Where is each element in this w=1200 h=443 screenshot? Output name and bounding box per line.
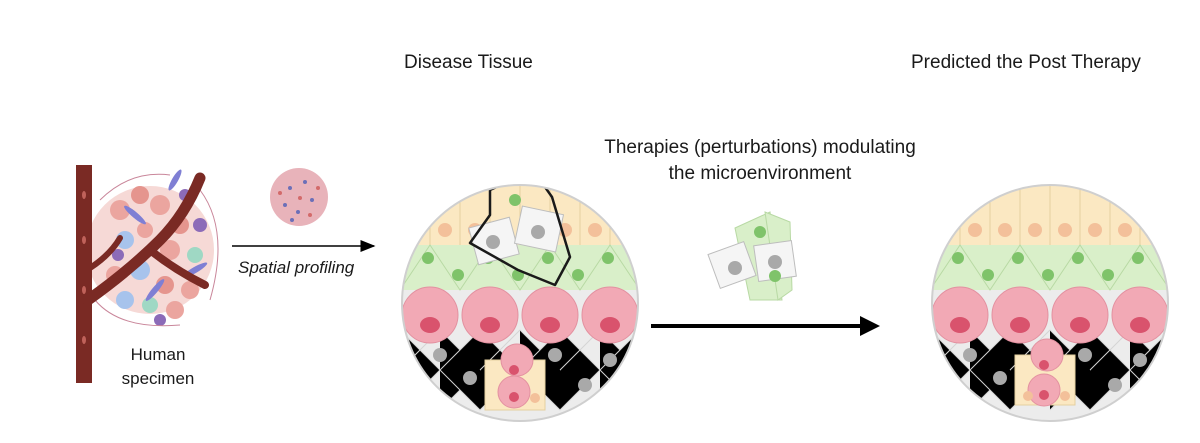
- disease-tissue-circle: [401, 184, 639, 422]
- therapy-caption-line1: Therapies (perturbations) modulating: [604, 137, 916, 158]
- post-therapy-circle: [931, 184, 1169, 422]
- spatial-profiling-label: Spatial profiling: [238, 258, 355, 277]
- therapy-caption-line2: the microenvironment: [668, 163, 852, 184]
- therapy-cells: [707, 211, 797, 301]
- spatial-profile-dot: [270, 168, 328, 226]
- human-specimen-label: Human specimen: [118, 343, 198, 391]
- human-specimen-illustration: [76, 165, 219, 383]
- blood-vessel: [76, 165, 209, 383]
- specimen-label-line2: specimen: [121, 369, 195, 388]
- therapy-caption: Therapies (perturbations) modulating the…: [585, 135, 935, 187]
- disease-tissue-title: Disease Tissue: [404, 52, 533, 73]
- therapy-arrow: [651, 316, 880, 336]
- specimen-label-line1: Human: [130, 345, 186, 364]
- post-therapy-title: Predicted the Post Therapy: [911, 52, 1141, 73]
